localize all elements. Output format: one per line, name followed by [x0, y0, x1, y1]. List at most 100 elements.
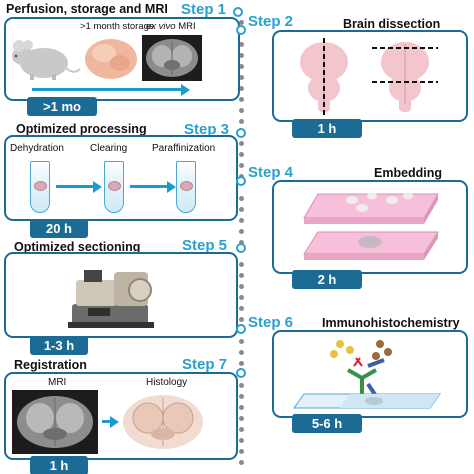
mri-label-text: MRI — [178, 21, 196, 32]
registration-mri-label: MRI — [48, 377, 67, 388]
step3-title: Optimized processing — [16, 122, 147, 136]
step5-title: Optimized sectioning — [14, 240, 141, 254]
test-tube-icon — [176, 161, 196, 213]
step7-duration: 1 h — [30, 456, 88, 474]
step4-label: Step 4 — [248, 164, 294, 181]
step7-label: Step 7 — [182, 356, 228, 373]
timeline-arrowhead-icon — [181, 84, 190, 96]
step2-duration: 1 h — [292, 119, 362, 138]
arrowhead-icon — [110, 416, 119, 428]
step7-title: Registration — [14, 358, 87, 372]
storage-label: >1 month storage — [80, 21, 155, 32]
step5-duration: 1-3 h — [30, 336, 88, 355]
arrow-right-icon — [130, 185, 168, 188]
antibody-icon — [330, 340, 392, 398]
connector-dot — [239, 75, 244, 80]
step3-panel: Dehydration Clearing Paraffinization — [4, 135, 238, 221]
connector-dot — [239, 97, 244, 102]
embedding-cassette-icon — [303, 192, 439, 224]
connector-dot — [239, 284, 244, 289]
step6-connector-ring — [236, 324, 246, 334]
brain-sagittal-cut-icon — [300, 38, 348, 118]
step5-panel — [4, 252, 238, 338]
connector-dot — [239, 273, 244, 278]
step6-duration: 5-6 h — [292, 414, 362, 433]
connector-dot — [239, 42, 244, 47]
brain-tissue-image — [85, 39, 137, 79]
step2-connector-ring — [236, 25, 246, 35]
connector-dot — [239, 350, 244, 355]
mri-scan-image — [142, 35, 202, 81]
connector-dot — [239, 218, 244, 223]
step1-label: Step 1 — [181, 1, 227, 18]
connector-dot — [239, 196, 244, 201]
step3-duration: 20 h — [30, 219, 88, 238]
step1-title: Perfusion, storage and MRI — [6, 2, 168, 16]
test-tube-icon — [30, 161, 50, 213]
stage-clearing: Clearing — [90, 143, 128, 154]
connector-dot — [239, 416, 244, 421]
timeline-arrow — [32, 88, 182, 91]
step2-panel — [272, 30, 468, 122]
connector-dot — [239, 438, 244, 443]
arrowhead-icon — [167, 181, 176, 193]
connector-dot — [239, 108, 244, 113]
connector-dot — [239, 405, 244, 410]
connector-dot — [239, 449, 244, 454]
stage-paraffinization: Paraffinization — [152, 143, 216, 154]
connector-dot — [239, 427, 244, 432]
step3-label: Step 3 — [184, 121, 230, 138]
step7-panel: MRI Histology — [4, 372, 238, 460]
registration-histology-label: Histology — [146, 377, 188, 388]
step1-panel: >1 month storage ex vivo MRI — [4, 17, 240, 101]
connector-dot — [239, 207, 244, 212]
connector-dot — [239, 119, 244, 124]
step4-duration: 2 h — [292, 270, 362, 289]
histology-slice-image — [123, 395, 203, 449]
step4-title: Embedding — [374, 166, 443, 180]
connector-dot — [239, 240, 244, 245]
step2-label: Step 2 — [248, 13, 294, 30]
step5-label: Step 5 — [182, 237, 228, 254]
step4-panel — [272, 180, 468, 274]
arrowhead-icon — [93, 181, 102, 193]
connector-dot — [239, 262, 244, 267]
mri-label: ex vivo MRI — [146, 21, 196, 33]
connector-dot — [239, 163, 244, 168]
paraffin-block-icon — [303, 231, 439, 260]
connector-dot — [239, 229, 244, 234]
brain-coronal-cut-icon — [372, 42, 438, 112]
connector-dot — [239, 152, 244, 157]
step4-connector-ring — [236, 176, 246, 186]
test-tube-icon — [104, 161, 124, 213]
connector-dot — [239, 86, 244, 91]
step7-connector-ring — [236, 368, 246, 378]
step1-connector-ring — [233, 7, 243, 17]
connector-dot — [239, 20, 244, 25]
connector-dot — [239, 394, 244, 399]
stage-dehydration: Dehydration — [10, 143, 64, 154]
mri-slice-image — [12, 390, 98, 454]
step6-label: Step 6 — [248, 314, 294, 331]
connector-dot — [239, 306, 244, 311]
connector-dot — [239, 317, 244, 322]
step6-panel — [272, 330, 468, 418]
connector-dot — [239, 383, 244, 388]
connector-dot — [239, 460, 244, 465]
mri-label-italic: ex vivo — [146, 21, 176, 32]
step1-duration: >1 mo — [27, 97, 97, 116]
step6-title: Immunohistochemistry — [322, 316, 460, 330]
connector-dot — [239, 295, 244, 300]
connector-dot — [239, 339, 244, 344]
step3-connector-ring — [236, 128, 246, 138]
arrow-right-icon — [56, 185, 94, 188]
mouse-icon — [12, 40, 81, 80]
connector-dot — [239, 53, 244, 58]
step5-connector-ring — [236, 243, 246, 253]
connector-dot — [239, 361, 244, 366]
arrow-right-icon — [102, 420, 112, 423]
connector-dot — [239, 64, 244, 69]
glass-slide-icon — [293, 393, 441, 409]
step2-title: Brain dissection — [343, 17, 441, 31]
